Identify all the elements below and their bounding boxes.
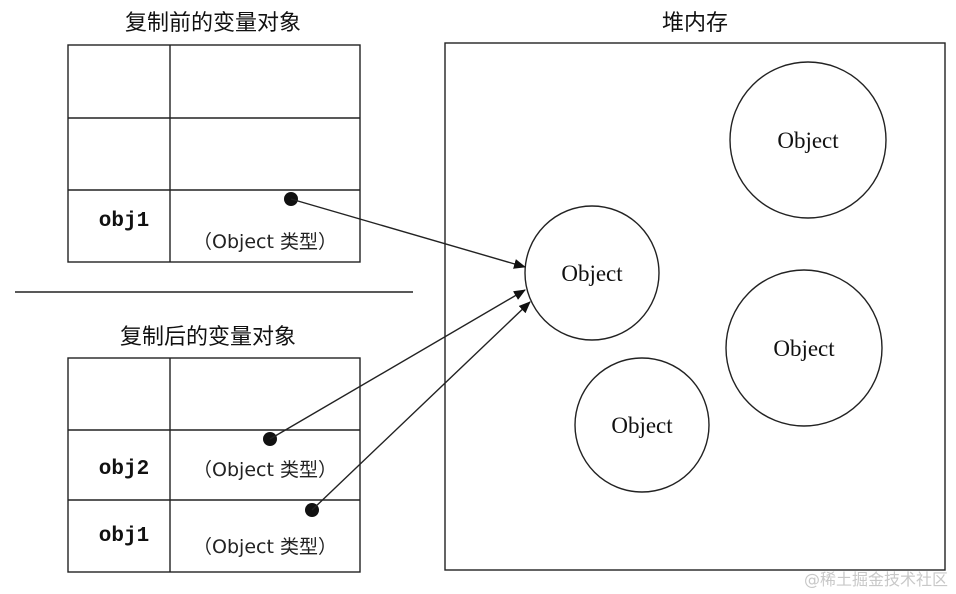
svg-text:Object: Object: [561, 261, 623, 286]
before-obj1-arrow: [290, 198, 526, 269]
svg-text:Object: Object: [777, 128, 839, 153]
after-title: 复制后的变量对象: [120, 325, 296, 350]
after-obj1-name: obj1: [99, 525, 149, 548]
before-table: obj1 （Object 类型）: [67, 44, 361, 263]
heap-object-3: Object: [725, 269, 883, 427]
before-obj1-type: （Object 类型）: [193, 231, 337, 253]
heap-object-4: Object: [574, 357, 710, 493]
after-obj2-type: （Object 类型）: [193, 459, 337, 481]
heap-title: 堆内存: [662, 11, 728, 36]
after-obj2-arrow: [269, 289, 526, 440]
after-obj1-arrow: [311, 301, 531, 511]
heap-box: [444, 42, 946, 571]
svg-text:Object: Object: [611, 413, 673, 438]
watermark: @稀土掘金技术社区: [804, 570, 948, 589]
heap-object-1: Object: [729, 61, 887, 219]
after-obj1-type: （Object 类型）: [193, 536, 337, 558]
after-obj2-name: obj2: [99, 458, 149, 481]
before-title: 复制前的变量对象: [125, 11, 301, 36]
after-table: obj2 （Object 类型） obj1 （Object 类型）: [67, 357, 361, 573]
before-obj1-name: obj1: [99, 210, 149, 233]
heap-object-target: Object: [524, 205, 660, 341]
svg-text:Object: Object: [773, 336, 835, 361]
